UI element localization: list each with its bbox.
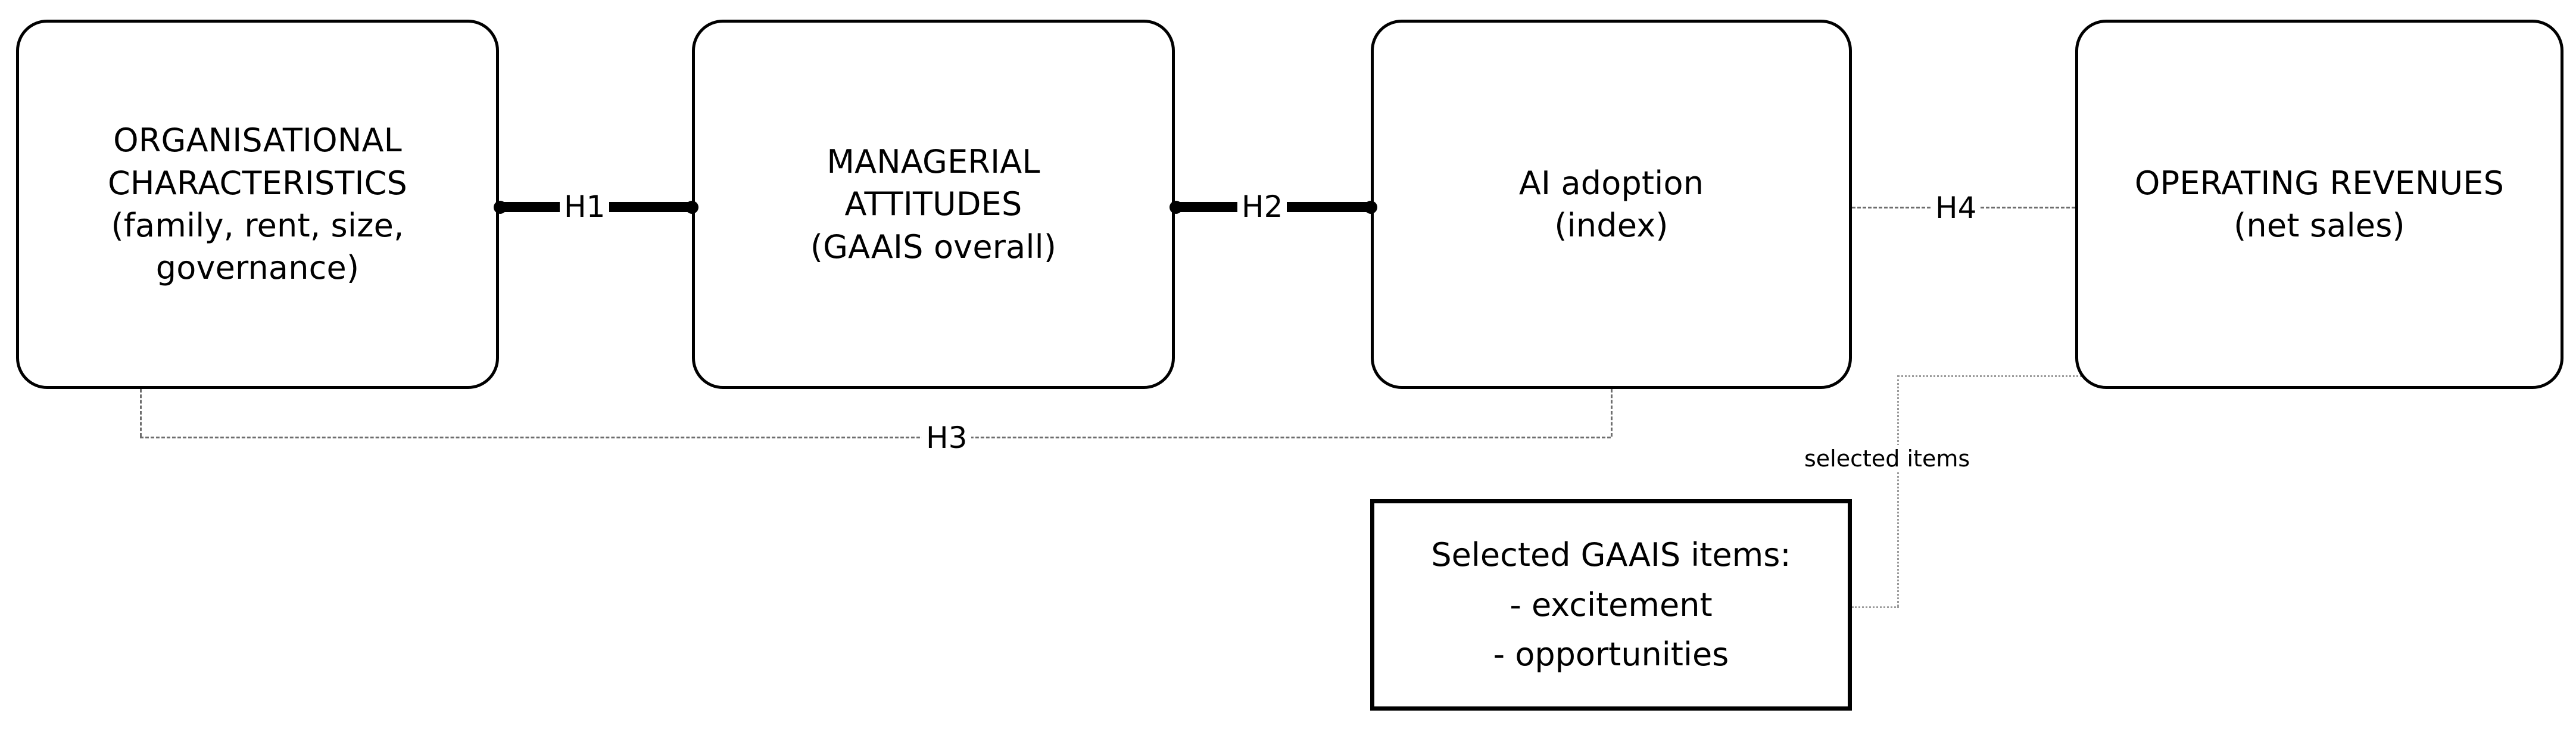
link-selected-items-segment-vertical	[1897, 375, 1899, 606]
link-h3-segment-horizontal	[140, 437, 1611, 438]
link-h1-label: H1	[560, 192, 610, 222]
link-h2-label: H2	[1237, 192, 1287, 222]
link-h2-endcap-left	[1170, 201, 1183, 214]
link-h1-endcap-right	[685, 201, 698, 214]
node-organisational-characteristics-label: ORGANISATIONAL CHARACTERISTICS (family, …	[107, 122, 407, 287]
link-h3-segment-left	[140, 389, 142, 437]
node-operating-revenues[interactable]: OPERATING REVENUES (net sales)	[2075, 20, 2563, 389]
link-selected-items-segment-bottom	[1852, 606, 1899, 608]
node-ai-adoption[interactable]: AI adoption (index)	[1371, 20, 1852, 389]
link-h3-label: H3	[922, 423, 972, 453]
link-selected-items-label: selected items	[1800, 445, 1975, 472]
link-h4-label: H4	[1931, 193, 1981, 223]
node-ai-adoption-label: AI adoption (index)	[1518, 164, 1704, 244]
link-h1-endcap-left	[494, 201, 507, 214]
node-managerial-attitudes[interactable]: MANAGERIAL ATTITUDES (GAAIS overall)	[692, 20, 1175, 389]
node-managerial-attitudes-label: MANAGERIAL ATTITUDES (GAAIS overall)	[810, 143, 1057, 266]
link-h2-endcap-right	[1364, 201, 1377, 214]
note-selected-gaais-items[interactable]: Selected GAAIS items: - excitement - opp…	[1370, 499, 1852, 711]
node-operating-revenues-label: OPERATING REVENUES (net sales)	[2134, 164, 2505, 244]
note-selected-gaais-items-label: Selected GAAIS items: - excitement - opp…	[1431, 535, 1791, 674]
link-h3-segment-right	[1611, 389, 1613, 437]
link-selected-items-segment-top	[1897, 375, 2094, 377]
node-organisational-characteristics[interactable]: ORGANISATIONAL CHARACTERISTICS (family, …	[16, 20, 499, 389]
